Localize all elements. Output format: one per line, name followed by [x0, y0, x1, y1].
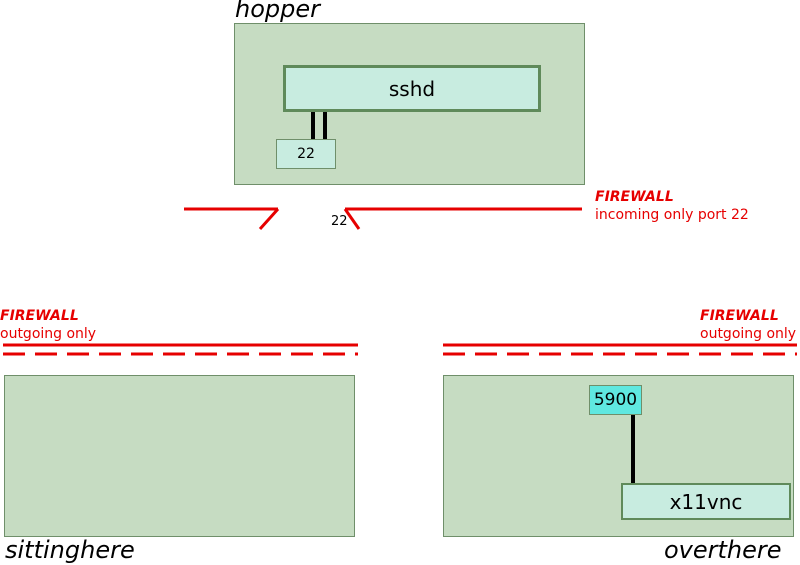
- firewall-top-gap-edge-left: [258, 207, 280, 231]
- firewall-top-note: incoming only port 22: [595, 207, 749, 223]
- port-22-hopper: 22: [276, 139, 336, 169]
- process-x11vnc: x11vnc: [621, 483, 791, 520]
- host-label-overthere: overthere: [664, 536, 782, 564]
- firewall-top-title: FIREWALL: [595, 189, 674, 205]
- firewall-right-title: FIREWALL: [700, 308, 779, 324]
- process-sshd: sshd: [283, 65, 541, 112]
- host-box-sittinghere: [4, 375, 355, 537]
- firewall-left-title: FIREWALL: [0, 308, 79, 324]
- firewall-right-note: outgoing only: [700, 326, 797, 342]
- port-5900: 5900: [589, 385, 642, 415]
- firewall-top-gap-edge-right: [343, 208, 361, 230]
- host-label-sittinghere: sittinghere: [5, 536, 135, 564]
- firewall-left-note: outgoing only: [0, 326, 97, 342]
- firewall-gap-port-label: 22: [331, 214, 348, 229]
- host-label-hopper: hopper: [235, 0, 320, 23]
